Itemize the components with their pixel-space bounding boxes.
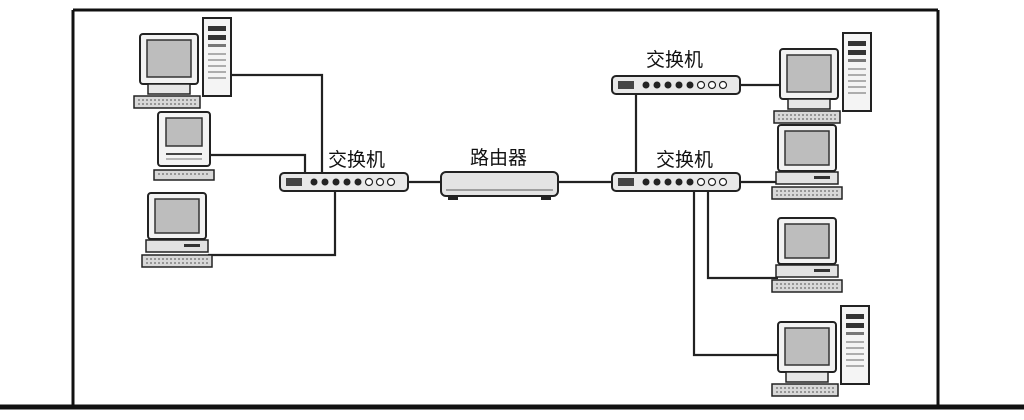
switch-right-bottom-label: 交换机: [656, 149, 713, 171]
switch-left: [279, 172, 409, 192]
cable-right-pc3: [706, 190, 778, 280]
computer-left-2: [153, 111, 215, 181]
cable-left-pc3: [208, 190, 337, 257]
computer-right-2: [771, 124, 843, 200]
network-cables: [208, 73, 780, 357]
switch-right-bottom: [611, 172, 741, 192]
cable-right-pc4: [692, 190, 778, 357]
switch-left-label: 交换机: [328, 149, 385, 171]
cable-left-pc1: [228, 73, 324, 178]
switch-right-top-label: 交换机: [646, 49, 703, 71]
building-outline: [0, 8, 1024, 410]
computer-right-3: [771, 217, 843, 293]
router: [440, 171, 559, 200]
switch-right-top: [611, 75, 741, 95]
computer-left-1: [133, 17, 232, 109]
computer-right-1: [773, 32, 872, 124]
router-label: 路由器: [470, 147, 527, 169]
cable-left-pc2: [208, 153, 307, 175]
computer-right-4: [771, 305, 870, 397]
computer-left-3: [141, 192, 213, 268]
